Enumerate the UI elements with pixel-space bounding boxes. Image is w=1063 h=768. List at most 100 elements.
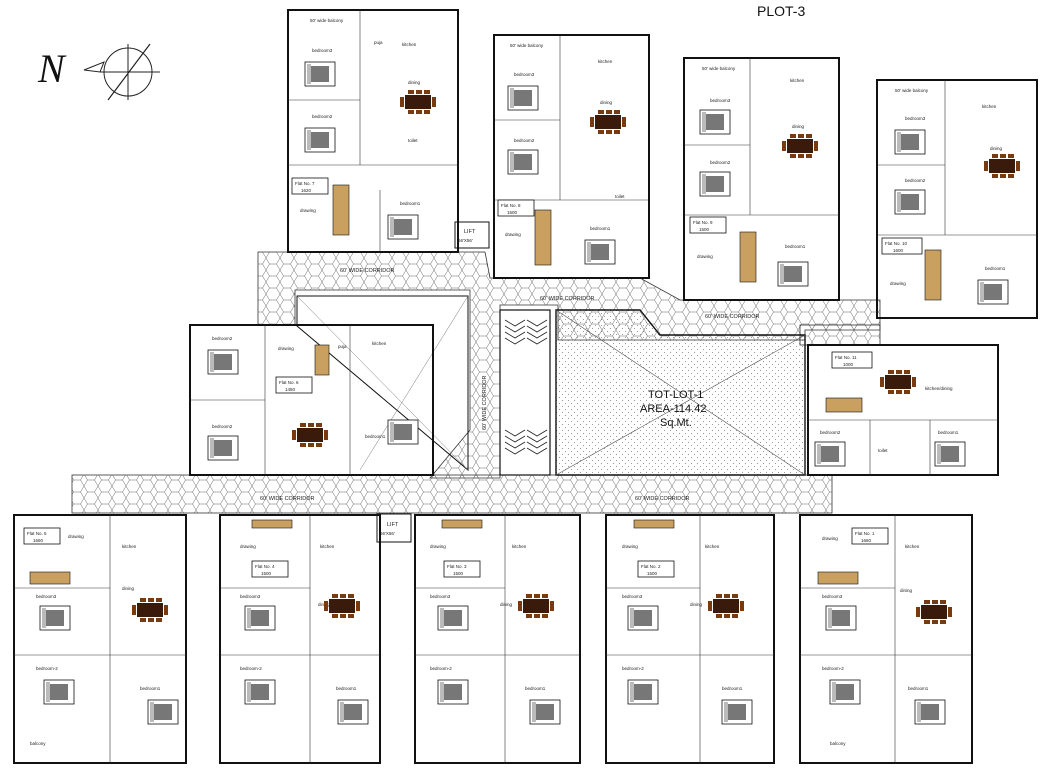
north-label: N — [37, 46, 67, 91]
svg-text:kitchen: kitchen — [372, 341, 387, 346]
svg-text:bedroom3: bedroom3 — [240, 594, 261, 599]
svg-text:bedroom-2: bedroom-2 — [822, 666, 844, 671]
svg-text:66'X56': 66'X56' — [458, 238, 473, 243]
svg-text:kitchen: kitchen — [705, 544, 720, 549]
flat-area: 1620 — [301, 188, 312, 193]
svg-text:drawing: drawing — [622, 544, 638, 549]
svg-text:dining: dining — [600, 100, 613, 105]
corridor-label: 60' WIDE CORRIDOR — [705, 314, 760, 320]
flat-area: 1500 — [453, 571, 464, 576]
svg-text:bedroom1: bedroom1 — [722, 686, 743, 691]
void-area — [296, 295, 469, 472]
flat-5: drawing kitchen bedroom3 dining bedroom-… — [13, 514, 187, 764]
svg-text:bedroom2: bedroom2 — [820, 430, 841, 435]
svg-text:kitchen: kitchen — [122, 544, 137, 549]
flat-area: 1600 — [893, 248, 904, 253]
svg-text:bedroom3: bedroom3 — [822, 594, 843, 599]
flat-label: Flat No. 2 — [641, 564, 661, 569]
svg-text:bedroom-2: bedroom-2 — [36, 666, 58, 671]
svg-text:drawing: drawing — [430, 544, 446, 549]
svg-text:bedroom3: bedroom3 — [312, 48, 333, 53]
flat-label: Flat No. 11 — [835, 355, 857, 360]
svg-text:bedroom3: bedroom3 — [430, 594, 451, 599]
corridor-label: 60' WIDE CORRIDOR — [482, 375, 488, 430]
svg-text:bedroom-2: bedroom-2 — [240, 666, 262, 671]
flat-area: 1000 — [843, 362, 854, 367]
svg-text:bedroom2: bedroom2 — [212, 424, 233, 429]
tot-lot-area: AREA-114.42 — [640, 403, 706, 415]
svg-text:50' wide balcony: 50' wide balcony — [895, 88, 929, 93]
svg-text:bedroom1: bedroom1 — [365, 434, 386, 439]
flat-label: Flat No. 3 — [447, 564, 467, 569]
svg-text:balcony: balcony — [830, 741, 846, 746]
svg-text:bedroom3: bedroom3 — [905, 116, 926, 121]
svg-text:bedroom1: bedroom1 — [785, 244, 806, 249]
flat-7: 50' wide balcony bedroom3 bedroom2 dinin… — [287, 9, 459, 253]
svg-text:bedroom1: bedroom1 — [985, 266, 1006, 271]
svg-text:drawing: drawing — [240, 544, 256, 549]
flat-label: Flat No. 1 — [855, 531, 875, 536]
svg-text:balcony: balcony — [30, 741, 46, 746]
svg-text:dining: dining — [792, 124, 805, 129]
svg-text:LIFT: LIFT — [387, 522, 399, 528]
flat-area: 1500 — [647, 571, 658, 576]
flat-label: Flat No. 5 — [27, 531, 47, 536]
flat-3: drawing kitchen bedroom3 dining bedroom-… — [414, 514, 581, 764]
svg-text:drawing: drawing — [890, 281, 906, 286]
svg-text:bedroom1: bedroom1 — [908, 686, 929, 691]
flat-9: 50' wide balcony bedroom3 bedroom2 dinin… — [683, 57, 840, 301]
svg-text:kitchen: kitchen — [598, 59, 613, 64]
svg-text:drawing: drawing — [822, 536, 838, 541]
svg-text:drawing: drawing — [68, 534, 84, 539]
svg-text:bedroom2: bedroom2 — [710, 160, 731, 165]
lift-bottom: LIFT 66'X56' — [376, 513, 412, 543]
corridor-label: 60' WIDE CORRIDOR — [340, 268, 395, 274]
svg-text:bedroom3: bedroom3 — [36, 594, 57, 599]
svg-text:66'X56': 66'X56' — [380, 531, 395, 536]
svg-text:bedroom2: bedroom2 — [514, 138, 535, 143]
tot-lot-name: TOT-LOT-1 — [648, 389, 703, 401]
svg-text:bedroom-2: bedroom-2 — [622, 666, 644, 671]
svg-text:toilet: toilet — [615, 194, 625, 199]
svg-text:bedroom1: bedroom1 — [140, 686, 161, 691]
svg-text:bedroom1: bedroom1 — [400, 201, 421, 206]
svg-text:bedroom2: bedroom2 — [212, 336, 233, 341]
svg-text:puja: puja — [374, 40, 383, 45]
flat-area: 1500 — [507, 210, 518, 215]
svg-text:puja: puja — [338, 344, 347, 349]
svg-text:kitchen: kitchen — [512, 544, 527, 549]
plot-title: PLOT-3 — [757, 3, 805, 19]
svg-text:bedroom2: bedroom2 — [312, 114, 333, 119]
flat-area: 1660 — [33, 538, 44, 543]
svg-text:drawing: drawing — [300, 208, 316, 213]
corridor-label: 60' WIDE CORRIDOR — [540, 296, 595, 302]
flat-6: bedroom2 bedroom2 drawing puja kitchen b… — [189, 324, 434, 476]
svg-text:kitchen: kitchen — [790, 78, 805, 83]
flat-label: Flat No. 10 — [885, 241, 908, 246]
flat-10: 50' wide balcony bedroom3 bedroom2 dinin… — [876, 79, 1038, 319]
flat-11: kitchen/dining bedroom2 bedroom1 toilet … — [807, 344, 999, 476]
flat-area: 1500 — [699, 227, 710, 232]
svg-text:kitchen: kitchen — [982, 104, 997, 109]
svg-text:bedroom3: bedroom3 — [514, 72, 535, 77]
flat-1: drawing kitchen bedroom3 dining bedroom-… — [799, 514, 973, 764]
svg-text:dining: dining — [900, 588, 913, 593]
tot-lot: TOT-LOT-1 AREA-114.42 Sq.Mt. — [555, 309, 806, 476]
corridor-label: 60' WIDE CORRIDOR — [260, 496, 315, 502]
svg-text:bedroom1: bedroom1 — [590, 226, 611, 231]
staircase — [499, 309, 551, 476]
flat-label: Flat No. 4 — [255, 564, 275, 569]
flat-label: Flat No. 9 — [693, 220, 713, 225]
svg-text:bedroom1: bedroom1 — [938, 430, 959, 435]
svg-text:50' wide balcony: 50' wide balcony — [702, 66, 736, 71]
flat-2: drawing kitchen bedroom3 dining bedroom-… — [605, 514, 775, 764]
svg-text:dining: dining — [500, 602, 513, 607]
svg-text:toilet: toilet — [878, 448, 888, 453]
svg-text:drawing: drawing — [697, 254, 713, 259]
svg-text:bedroom3: bedroom3 — [710, 98, 731, 103]
flat-4: drawing kitchen bedroom3 dining bedroom-… — [219, 514, 381, 764]
svg-text:bedroom2: bedroom2 — [905, 178, 926, 183]
svg-text:bedroom-2: bedroom-2 — [430, 666, 452, 671]
svg-text:toilet: toilet — [408, 138, 418, 143]
